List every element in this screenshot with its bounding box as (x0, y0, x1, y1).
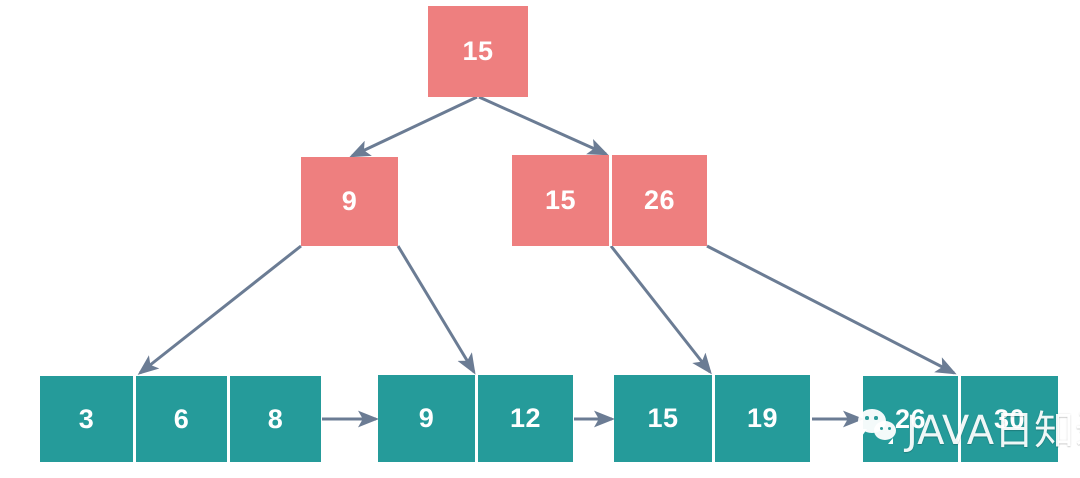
node-root[interactable]: 15 (428, 6, 528, 97)
node-cell-key[interactable]: 15 (512, 155, 609, 246)
edge-root-to-inner-right (478, 95, 609, 156)
node-leaf-3[interactable]: 15 19 (614, 375, 810, 462)
node-cell-key[interactable]: 30 (958, 376, 1058, 462)
node-cell-key[interactable]: 3 (40, 376, 133, 462)
edge-root-to-inner-left (349, 95, 478, 158)
node-cell-key[interactable]: 9 (378, 375, 475, 462)
edge-inner-right-to-leaf-4 (706, 244, 957, 375)
node-leaf-4[interactable]: 26 30 (863, 376, 1058, 462)
node-cell-key[interactable]: 8 (227, 376, 321, 462)
node-cell-key[interactable]: 9 (301, 157, 398, 246)
edge-inner-right-to-leaf-3 (609, 245, 712, 375)
node-leaf-2[interactable]: 9 12 (378, 375, 573, 462)
node-cell-key[interactable]: 6 (133, 376, 227, 462)
node-cell-key[interactable]: 12 (475, 375, 573, 462)
node-leaf-1[interactable]: 3 6 8 (40, 376, 321, 462)
node-cell-key[interactable]: 19 (712, 375, 810, 462)
edge-inner-left-to-leaf-2 (396, 245, 476, 375)
node-cell-key[interactable]: 15 (428, 6, 528, 97)
node-inner-right[interactable]: 15 26 (512, 155, 707, 246)
node-cell-key[interactable]: 26 (863, 376, 958, 462)
node-cell-key[interactable]: 15 (614, 375, 712, 462)
node-cell-key[interactable]: 26 (609, 155, 707, 246)
node-inner-left[interactable]: 9 (301, 157, 398, 246)
edge-inner-left-to-leaf-1 (137, 244, 302, 375)
